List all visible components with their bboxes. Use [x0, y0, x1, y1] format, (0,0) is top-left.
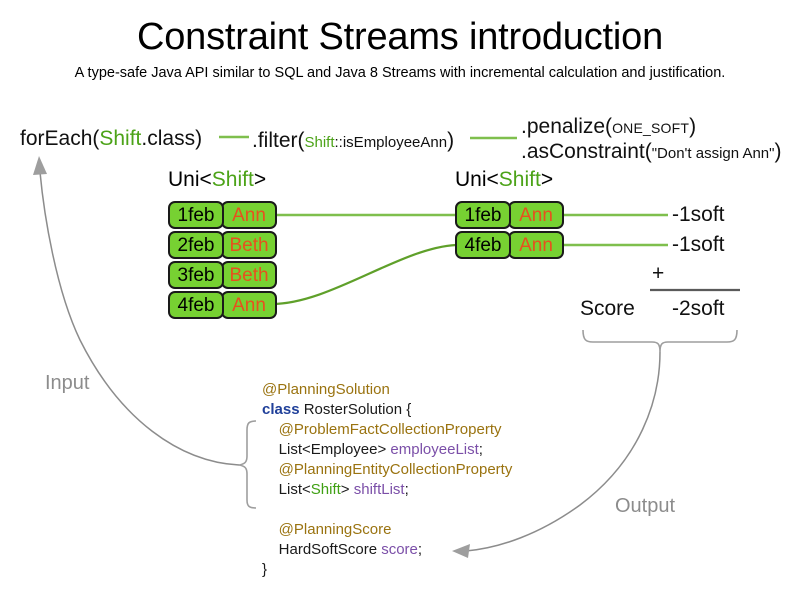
code-token: >	[340, 481, 354, 498]
connector-left4-right2	[271, 243, 457, 306]
penalize-suffix: )	[689, 115, 697, 138]
uni-left-prefix: Uni<	[168, 168, 212, 191]
code-token: ;	[417, 541, 423, 558]
asconstraint-arg: "Don't assign Ann"	[651, 145, 775, 162]
asconstraint-prefix: .asConstraint(	[521, 140, 652, 163]
code-line: class RosterSolution {	[262, 400, 512, 420]
asconstraint-suffix: )	[774, 140, 782, 163]
pipeline-filter: .filter(Shift::isEmployeeAnn)	[252, 129, 454, 153]
penalize-arg: ONE_SOFT	[612, 120, 690, 136]
code-token: List<	[262, 481, 311, 498]
score-operator: +	[652, 262, 665, 285]
fact-employee-cell: Ann	[221, 201, 277, 229]
fact-date-cell: 1feb	[168, 201, 224, 229]
code-line: List<Shift> shiftList;	[262, 480, 512, 500]
filter-suffix: )	[447, 129, 455, 152]
fact-employee-cell: Ann	[508, 231, 564, 259]
code-token: ;	[404, 481, 409, 498]
code-token: shiftList	[353, 481, 405, 498]
code-token: Shift	[310, 481, 341, 498]
fact-date-cell: 4feb	[455, 231, 511, 259]
pipeline-asconstraint: .asConstraint("Don't assign Ann")	[521, 140, 781, 164]
fact-employee-cell: Ann	[508, 201, 564, 229]
uni-right-prefix: Uni<	[455, 168, 499, 191]
pipeline-foreach: forEach(Shift.class)	[20, 127, 202, 151]
code-token: score	[381, 541, 418, 558]
fact-date-cell: 3feb	[168, 261, 224, 289]
fact-date-cell: 1feb	[455, 201, 511, 229]
uni-right-suffix: >	[540, 168, 554, 191]
code-line: List<Employee> employeeList;	[262, 440, 512, 460]
code-line: @PlanningScore	[262, 520, 512, 540]
code-token: @PlanningSolution	[262, 381, 390, 398]
code-line: @PlanningSolution	[262, 380, 512, 400]
uni-right-type: Shift	[498, 168, 541, 191]
impact-score-1: -1soft	[672, 203, 725, 226]
code-token: employeeList	[390, 441, 479, 458]
fact-employee-cell: Beth	[221, 261, 277, 289]
uni-left-suffix: >	[253, 168, 267, 191]
filter-arg-rest: ::isEmployeeAnn	[334, 134, 448, 151]
code-token: class	[262, 401, 300, 418]
fact-employee-cell: Beth	[221, 231, 277, 259]
filter-prefix: .filter(	[252, 129, 305, 152]
foreach-suffix: .class)	[141, 127, 203, 150]
code-line	[262, 500, 512, 520]
stream-label-left: Uni<Shift>	[168, 168, 266, 192]
output-label: Output	[615, 495, 676, 517]
code-token: HardSoftScore	[262, 541, 382, 558]
fact-employee-cell: Ann	[221, 291, 277, 319]
stream-label-right: Uni<Shift>	[455, 168, 553, 192]
pipeline-penalize: .penalize(ONE_SOFT)	[521, 115, 696, 139]
score-brace	[582, 329, 738, 353]
foreach-type: Shift	[99, 127, 142, 150]
page-title: Constraint Streams introduction	[136, 16, 664, 58]
code-fields-brace	[238, 420, 257, 509]
foreach-prefix: forEach(	[20, 127, 100, 150]
score-label: Score	[580, 297, 635, 320]
code-token: List<Employee>	[262, 441, 391, 458]
code-token: RosterSolution {	[299, 401, 412, 418]
code-token: }	[262, 561, 268, 578]
fact-date-cell: 2feb	[168, 231, 224, 259]
code-token: @PlanningEntityCollectionProperty	[262, 461, 513, 478]
code-line: HardSoftScore score;	[262, 540, 512, 560]
code-token: @PlanningScore	[262, 521, 392, 538]
score-total: -2soft	[672, 297, 725, 320]
input-arrowhead	[33, 156, 47, 175]
fact-date-cell: 4feb	[168, 291, 224, 319]
code-line: @ProblemFactCollectionProperty	[262, 420, 512, 440]
code-line: @PlanningEntityCollectionProperty	[262, 460, 513, 480]
code-token: ;	[478, 441, 483, 458]
impact-score-2: -1soft	[672, 233, 725, 256]
code-line: }	[262, 560, 512, 580]
page-subtitle: A type-safe Java API similar to SQL and …	[74, 65, 726, 81]
code-token: @ProblemFactCollectionProperty	[262, 421, 502, 438]
uni-left-type: Shift	[211, 168, 254, 191]
penalize-prefix: .penalize(	[521, 115, 613, 138]
input-label: Input	[45, 372, 90, 394]
filter-arg-type: Shift	[304, 134, 335, 151]
